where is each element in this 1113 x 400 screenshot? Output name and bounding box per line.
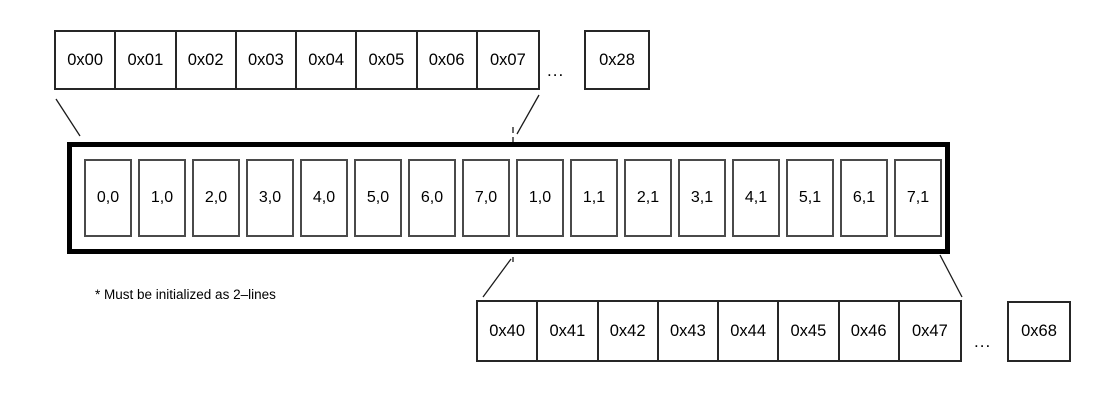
connector-bottom-left-line	[482, 258, 512, 298]
footnote: * Must be initialized as 2–lines	[95, 287, 276, 302]
address-cell: 0x44	[719, 302, 780, 360]
position-cell: 7,1	[894, 159, 942, 237]
address-cell: 0x07	[489, 50, 526, 69]
position-cell: 4,0	[300, 159, 348, 237]
position-cell: 5,1	[786, 159, 834, 237]
address-cell: 0x02	[177, 32, 237, 88]
connector-bottom-right-line	[939, 254, 963, 298]
ellipsis: ...	[974, 332, 992, 351]
address-cell: 0x00	[56, 32, 117, 88]
position-cell: 6,1	[840, 159, 888, 237]
position-cell: 1,0	[516, 159, 564, 237]
ellipsis: ...	[547, 61, 565, 80]
line2-address-row: 0x40 0x41 0x42 0x43 0x44 0x45 0x46 0x47	[476, 300, 962, 362]
address-cell: 0x40	[478, 302, 539, 360]
connector-top-right-line	[516, 94, 540, 135]
position-cell: 3,1	[678, 159, 726, 237]
address-cell: 0x47	[911, 321, 948, 340]
position-cell: 5,0	[354, 159, 402, 237]
position-cell: 4,1	[732, 159, 780, 237]
address-cell: 0x04	[297, 32, 358, 88]
address-cell-0x68: 0x68	[1007, 301, 1071, 362]
address-cell-0x28: 0x28	[584, 30, 650, 90]
position-cell: 0,0	[84, 159, 132, 237]
address-cell: 0x45	[779, 302, 840, 360]
address-cell: 0x06	[418, 32, 478, 88]
address-cell: 0x03	[237, 32, 297, 88]
position-cell: 7,0	[462, 159, 510, 237]
position-cell: 1,0	[138, 159, 186, 237]
line1-address-row: 0x00 0x01 0x02 0x03 0x04 0x05 0x06 0x07	[54, 30, 540, 90]
address-cell: 0x01	[116, 32, 177, 88]
display-buffer-box: 0,0 1,0 2,0 3,0 4,0 5,0 6,0 7,0 1,0 1,1 …	[67, 142, 950, 254]
position-cell: 2,0	[192, 159, 240, 237]
position-cell: 1,1	[570, 159, 618, 237]
address-cell: 0x42	[599, 302, 659, 360]
connector-top-left-line	[55, 98, 81, 137]
position-cell: 2,1	[624, 159, 672, 237]
address-cell: 0x46	[840, 302, 900, 360]
address-cell: 0x43	[659, 302, 719, 360]
address-cell: 0x05	[357, 32, 418, 88]
position-cell: 6,0	[408, 159, 456, 237]
position-cell: 3,0	[246, 159, 294, 237]
address-cell: 0x41	[538, 302, 599, 360]
